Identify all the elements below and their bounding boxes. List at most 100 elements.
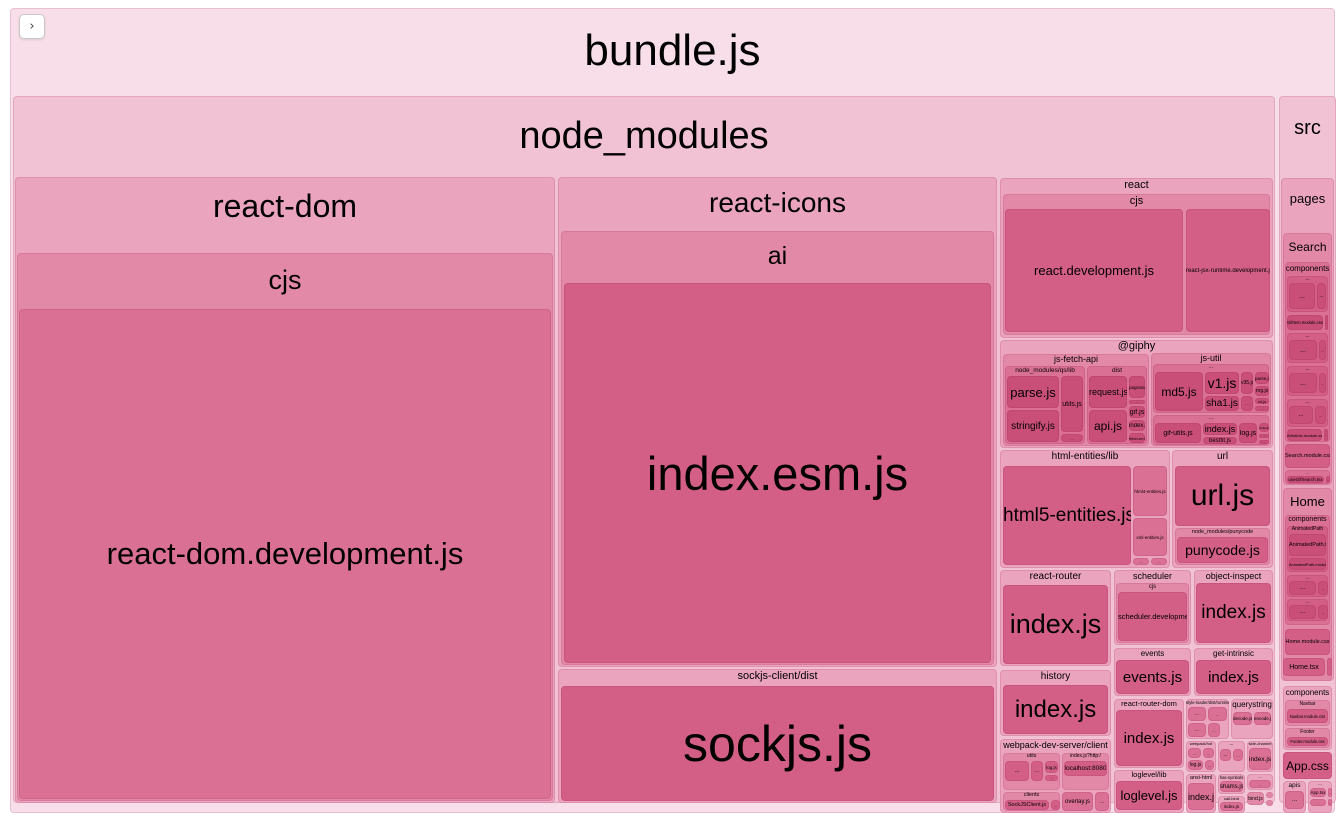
treemap-node-truncated[interactable]: ...: [1241, 396, 1253, 411]
treemap-node-utils-js[interactable]: utils.js: [1061, 376, 1083, 432]
treemap-node-index-js[interactable]: index.js: [1220, 802, 1243, 811]
treemap-node-truncated[interactable]: ...: [1133, 558, 1149, 565]
treemap-node-log-js[interactable]: log.js: [1239, 423, 1257, 443]
treemap-node-footer-module-css[interactable]: Footer.module.css: [1287, 737, 1328, 746]
treemap-node-react-development-js[interactable]: react.development.js: [1005, 209, 1183, 332]
treemap-node-truncated[interactable]: ...: [1289, 283, 1315, 309]
treemap-node-parse-js[interactable]: parse.js: [1255, 372, 1269, 384]
treemap-node-xml-entities-js[interactable]: xml-entities.js: [1133, 518, 1167, 556]
treemap-node-home-tsx[interactable]: Home.tsx: [1283, 658, 1325, 676]
treemap-node-sockjs-js[interactable]: sockjs.js: [561, 686, 994, 801]
treemap-node-truncated[interactable]: ...: [1151, 558, 1167, 565]
treemap-node-index-js[interactable]: index.js: [1196, 583, 1271, 643]
treemap-node-truncated[interactable]: ...: [1249, 780, 1271, 788]
treemap-node-log-js[interactable]: log.js: [1045, 761, 1058, 773]
treemap-node-parse-js[interactable]: parse.js: [1007, 376, 1059, 408]
treemap-node-truncated[interactable]: ...: [1188, 723, 1206, 737]
treemap-node-encode-js[interactable]: encode.js: [1254, 712, 1271, 725]
treemap-node-rng-js[interactable]: rng.js: [1255, 386, 1269, 396]
treemap-node-index-js[interactable]: index.js: [1003, 585, 1108, 664]
treemap-node-request-js[interactable]: request.js: [1089, 376, 1127, 408]
treemap-node-truncated[interactable]: ...: [1208, 723, 1220, 737]
treemap-node-truncated[interactable]: ...: [1319, 373, 1326, 393]
treemap-node-truncated[interactable]: ...: [1266, 792, 1273, 798]
treemap-node-truncated[interactable]: ...: [1031, 761, 1043, 781]
treemap-node-truncated[interactable]: ...: [1233, 749, 1243, 761]
treemap-node-truncated[interactable]: ...: [1318, 605, 1328, 619]
treemap-node-truncated[interactable]: ...: [1005, 761, 1029, 781]
treemap-node-index-js[interactable]: index.js: [1003, 685, 1108, 734]
treemap-node-truncated[interactable]: ...: [1317, 283, 1326, 309]
treemap-node-search-module-css[interactable]: Search.module.css: [1285, 444, 1330, 468]
treemap-node-truncated[interactable]: ...: [1326, 476, 1330, 483]
treemap-node-truncated[interactable]: ...: [1045, 775, 1058, 781]
treemap-node-truncated[interactable]: ...: [1259, 440, 1269, 444]
treemap-node-animatedpath-module-css[interactable]: AnimatedPath.module.css: [1289, 558, 1326, 570]
treemap-node-punycode-js[interactable]: punycode.js: [1177, 537, 1268, 563]
treemap-node-sha1-js[interactable]: sha1.js: [1205, 396, 1239, 411]
treemap-node-truncated[interactable]: ...: [1289, 340, 1317, 360]
treemap-node-truncated[interactable]: ...: [1308, 781, 1332, 813]
treemap-node-index-js[interactable]: index.js: [1116, 710, 1182, 766]
treemap-node-collection-js[interactable]: collection.js: [1259, 423, 1269, 432]
treemap-node-paginator-js[interactable]: paginator.js: [1129, 376, 1145, 398]
treemap-node-truncated[interactable]: ...: [1328, 788, 1332, 797]
treemap-node-fetch-error-js[interactable]: fetch-error.js: [1129, 433, 1145, 443]
treemap-node-truncated[interactable]: ...: [1208, 707, 1227, 721]
treemap-node-overlay-js[interactable]: overlay.js: [1062, 792, 1093, 811]
sidebar-toggle-button[interactable]: ›: [19, 14, 45, 39]
treemap-node-bestfit-js[interactable]: bestfit.js: [1203, 437, 1237, 444]
treemap-node-truncated[interactable]: ...: [1289, 605, 1316, 619]
treemap-node-truncated[interactable]: ...: [1061, 434, 1083, 442]
treemap-node-loglevel-js[interactable]: loglevel.js: [1116, 781, 1182, 810]
treemap-node-v1-js[interactable]: v1.js: [1205, 372, 1239, 394]
treemap-node-gifitem-module-css[interactable]: GifItem.module.css: [1287, 315, 1323, 330]
treemap-node-bind-js[interactable]: bind.js: [1247, 792, 1264, 805]
treemap-node-truncated[interactable]: ...: [1188, 748, 1201, 758]
treemap-node-home-module-css[interactable]: Home.module.css: [1285, 629, 1330, 655]
treemap-node-truncated[interactable]: ...: [1259, 434, 1269, 438]
treemap-node-index-js[interactable]: index.js: [1129, 420, 1145, 431]
treemap-node-index-esm-js[interactable]: index.esm.js: [564, 283, 991, 663]
treemap-node-api-js[interactable]: api.js: [1089, 410, 1127, 442]
treemap-node-truncated[interactable]: ...: [1205, 760, 1214, 770]
treemap-node-v35-js[interactable]: v35.js: [1241, 372, 1253, 394]
treemap-node-truncated[interactable]: ...: [1051, 800, 1060, 810]
treemap-node-truncated[interactable]: ...: [1129, 400, 1145, 404]
treemap-node-events-js[interactable]: events.js: [1116, 660, 1189, 694]
treemap-node-truncated[interactable]: ...: [1310, 799, 1326, 806]
treemap-node-truncated[interactable]: ...: [1289, 406, 1313, 424]
treemap-node-react-dom-development-js[interactable]: react-dom.development.js: [19, 309, 551, 799]
treemap-node-index-js[interactable]: index.js: [1249, 748, 1271, 770]
treemap-node-truncated[interactable]: ...: [1327, 658, 1332, 676]
treemap-node-truncated[interactable]: ...: [1289, 581, 1316, 595]
treemap-node-truncated[interactable]: ...: [1318, 581, 1328, 595]
treemap-node-localhost-8080[interactable]: localhost:8080: [1064, 761, 1107, 776]
treemap-node-truncated[interactable]: ...: [1255, 406, 1269, 411]
treemap-node-log-js[interactable]: log.js: [1188, 760, 1203, 770]
treemap-node-truncated[interactable]: ...: [1203, 748, 1214, 758]
treemap-node-decode-js[interactable]: decode.js: [1233, 712, 1252, 725]
treemap-node-gif-utils-js[interactable]: gif-utils.js: [1155, 423, 1201, 443]
treemap-node-artistinfo-module-css[interactable]: ArtistInfo.module.css: [1287, 429, 1322, 441]
treemap-node-truncated[interactable]: ...: [1325, 315, 1328, 330]
treemap-node-truncated[interactable]: ...: [1315, 406, 1326, 424]
treemap-node-sockjsclient-js[interactable]: SockJSClient.js: [1005, 800, 1049, 810]
treemap-node-stringify-js[interactable]: stringify.js: [1007, 410, 1059, 442]
treemap-node-index-js[interactable]: index.js: [1188, 783, 1214, 810]
treemap-node-md5-js[interactable]: md5.js: [1155, 372, 1203, 411]
treemap-node-truncated[interactable]: ...: [1328, 799, 1332, 806]
treemap-node-truncated[interactable]: ...: [1289, 373, 1317, 393]
treemap-node-app-css[interactable]: App.css: [1283, 752, 1332, 779]
treemap-node-html5-entities-js[interactable]: html5-entities.js: [1003, 466, 1131, 565]
treemap-node-navbar-module-css[interactable]: Navbar.module.css: [1287, 709, 1328, 723]
treemap-node-truncated[interactable]: ...: [1285, 791, 1304, 809]
treemap-node-scheduler-development-js[interactable]: scheduler.development.js: [1118, 592, 1187, 641]
treemap-node-gif-js[interactable]: gif.js: [1129, 406, 1145, 418]
treemap-node-truncated[interactable]: ...: [1220, 749, 1231, 761]
treemap-node-index-js[interactable]: index.js: [1203, 423, 1237, 435]
treemap-node-v4-js[interactable]: v4.js: [1255, 398, 1269, 404]
treemap-node-truncated[interactable]: ...: [1319, 340, 1326, 360]
treemap-node-truncated[interactable]: ...: [1266, 800, 1273, 806]
treemap-node-index-js[interactable]: index.js: [1196, 660, 1271, 694]
